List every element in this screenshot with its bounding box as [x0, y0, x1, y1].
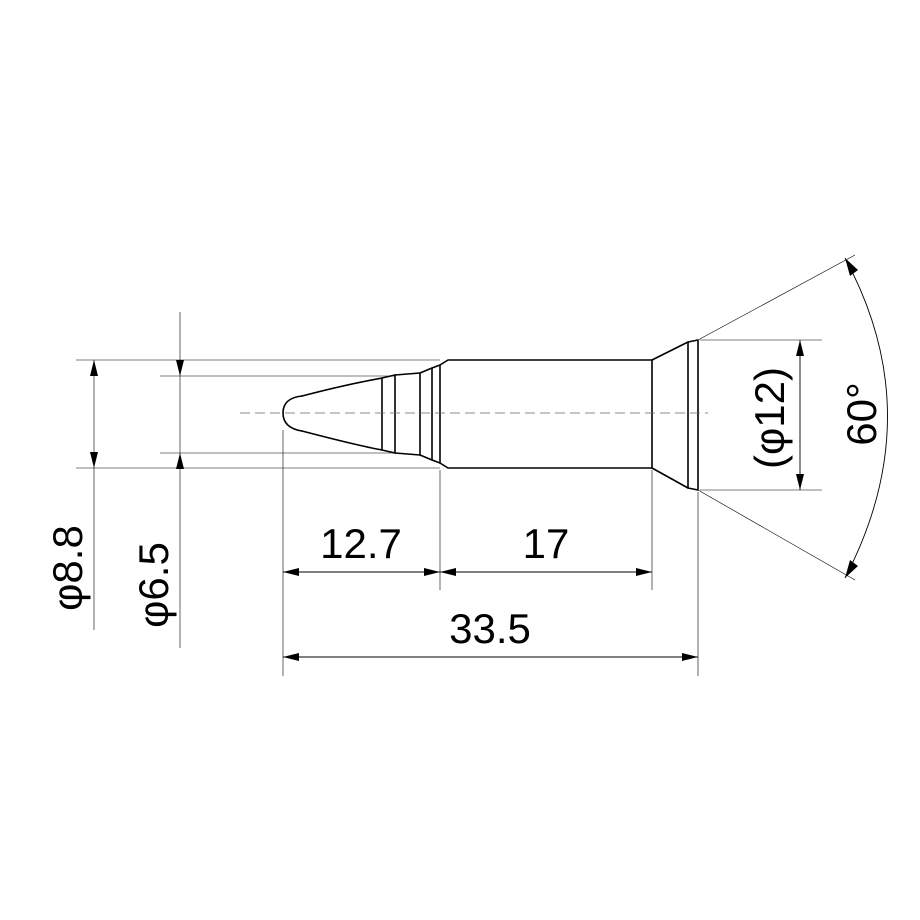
flange-cone [651, 339, 699, 491]
dim-flange-diameter: (φ12) [746, 367, 793, 469]
tip-nose [282, 395, 303, 432]
dim-outer-diameter: φ8.8 [44, 525, 91, 611]
extension-lines [76, 254, 856, 676]
dim-tip-diameter: φ6.5 [130, 542, 177, 628]
dimension-labels: 12.7 17 33.5 φ8.8 φ6.5 (φ12) 60° [44, 367, 885, 652]
dim-tip-length: 12.7 [320, 520, 402, 567]
collar-top [394, 364, 441, 376]
barrel-bottom [439, 462, 653, 469]
dim-total-length: 33.5 [449, 605, 531, 652]
dim-body-length: 17 [523, 520, 570, 567]
dim-cone-angle: 60° [838, 382, 885, 446]
tip-taper-top [301, 374, 396, 397]
collar-bottom [394, 452, 441, 464]
barrel-top [439, 359, 653, 366]
dimension-lines [90, 257, 888, 661]
part-outline [282, 339, 699, 491]
tip-taper-bottom [301, 430, 396, 454]
